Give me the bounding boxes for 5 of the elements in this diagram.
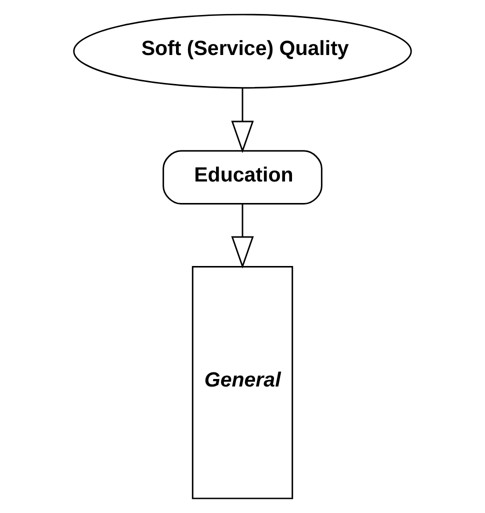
node-box: Education (162, 150, 322, 204)
arrow (231, 204, 254, 269)
node-ellipse: Soft (Service) Quality (73, 14, 412, 89)
arrow (231, 88, 254, 154)
node-box: General (192, 266, 294, 500)
